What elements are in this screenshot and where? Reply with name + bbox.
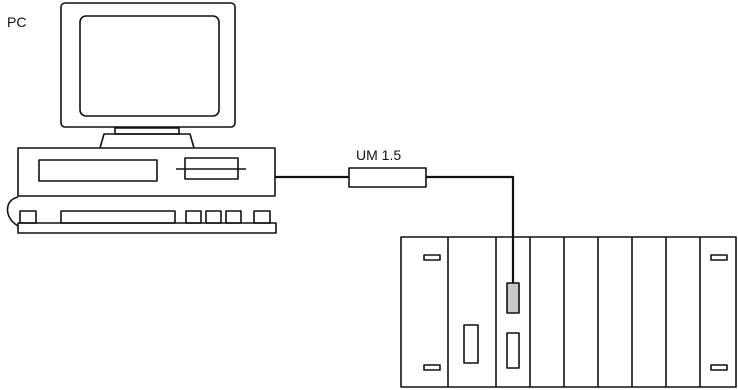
- mounting-slot: [710, 254, 728, 261]
- connection-cable: UM 1.5: [275, 147, 515, 283]
- um15-adapter-box: [348, 167, 427, 188]
- plc-rack: [400, 236, 737, 388]
- keyboard-key: [185, 210, 202, 224]
- monitor-screen: [79, 15, 220, 117]
- disk-drive-slot: [38, 159, 158, 182]
- mounting-slot: [710, 364, 728, 371]
- monitor-bezel: [60, 2, 236, 128]
- monitor-neck: [114, 127, 180, 135]
- monitor: [60, 2, 236, 149]
- cable-segment-plc: [426, 175, 515, 283]
- keyboard: [6, 196, 277, 234]
- keyboard-key: [253, 210, 271, 224]
- keyboard-key: [225, 210, 242, 224]
- pc-label: PC: [7, 14, 26, 30]
- pc-base-unit: [17, 147, 276, 197]
- keyboard-base: [17, 222, 277, 234]
- keyboard-key: [205, 210, 222, 224]
- mounting-slot: [423, 364, 441, 371]
- adapter-label: UM 1.5: [356, 147, 401, 163]
- keyboard-cable: [6, 196, 19, 227]
- rack-frame: [400, 236, 737, 388]
- keyboard-spacebar: [60, 210, 176, 224]
- pc-computer: [6, 2, 277, 234]
- pc-case: [17, 147, 276, 197]
- mounting-slot: [423, 254, 441, 261]
- cpu-module-slot: [506, 332, 520, 369]
- power-module-window: [463, 324, 479, 364]
- monitor-stand: [99, 133, 195, 149]
- keyboard-key: [19, 210, 37, 224]
- programming-port-connector: [506, 282, 520, 314]
